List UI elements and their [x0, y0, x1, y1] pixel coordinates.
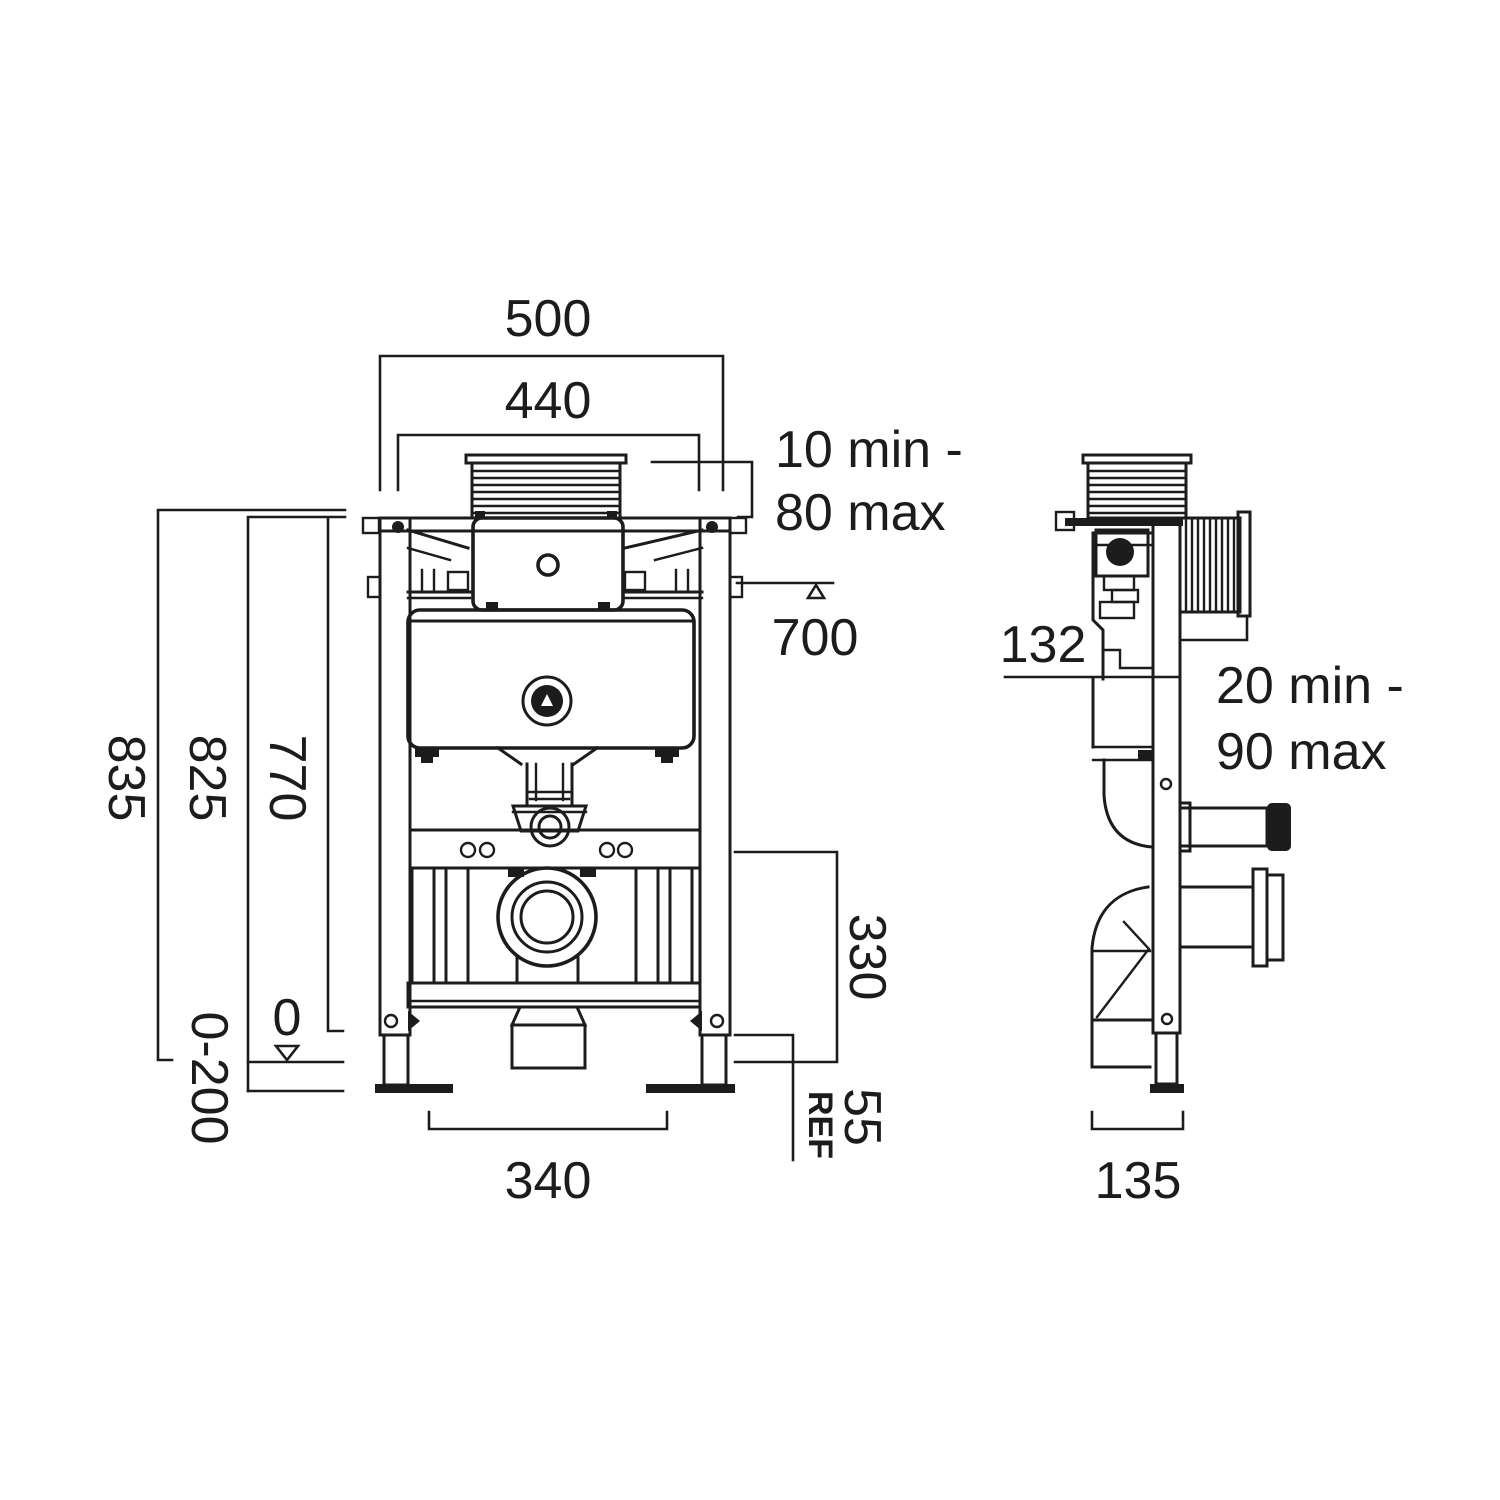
cistern-tank [406, 608, 696, 767]
flush-pipe [510, 762, 589, 848]
side-view [1003, 453, 1291, 1131]
dim-cistern-depth: 132 [1000, 616, 1087, 674]
outlet-bend [1090, 885, 1152, 1069]
side-flush-plate-sleeve [1081, 453, 1193, 520]
dim-wall-thickness-line1: 10 min - [775, 421, 963, 479]
dim-overall-width: 500 [505, 290, 592, 348]
inlet-ring [521, 675, 573, 727]
side-dimension-lines [1003, 616, 1249, 1131]
dim-fixing-height: 825 [178, 735, 236, 822]
dim-frame-height: 770 [258, 735, 316, 822]
floor-level-marker [273, 1044, 301, 1063]
level-marker-700 [805, 582, 827, 600]
dim-flush-box-width: 440 [505, 372, 592, 430]
front-dimension-lines [156, 354, 839, 1162]
support-struts [406, 528, 704, 600]
adjustable-feet [375, 1011, 735, 1093]
dim-base-width: 340 [505, 1152, 592, 1210]
dim-panel-depth-line1: 20 min - [1216, 657, 1404, 715]
pan-connector-section [410, 866, 694, 985]
fill-valve [1094, 528, 1150, 620]
waste-housing [509, 1005, 588, 1070]
dim-floor-adjustment: 0-200 [180, 1012, 238, 1145]
dim-overall-height: 835 [97, 735, 155, 822]
front-view [156, 354, 839, 1162]
side-frame-rail [1054, 510, 1184, 1093]
dim-panel-depth-line2: 90 max [1216, 723, 1387, 781]
dim-floor-level: 0 [273, 989, 302, 1047]
dim-wall-thickness-line2: 80 max [775, 484, 946, 542]
side-cistern-profile [1091, 531, 1155, 849]
dim-outlet-bracket-height: 330 [838, 914, 896, 1001]
frame-rails [361, 516, 748, 1037]
pan-connector-outer [496, 866, 598, 968]
flush-plate-sleeve [464, 453, 628, 520]
dim-flush-pipe-height: 700 [772, 609, 859, 667]
dim-outlet-offset: 55 [833, 1088, 891, 1146]
outlet-connector [1178, 867, 1285, 968]
dim-frame-depth: 135 [1095, 1152, 1182, 1210]
dim-outlet-offset-ref: REF [801, 1091, 839, 1159]
floor-lines [246, 1060, 345, 1093]
inlet-connector [1178, 801, 1291, 853]
actuator-plate [1178, 510, 1252, 618]
lower-rail [406, 981, 702, 1009]
